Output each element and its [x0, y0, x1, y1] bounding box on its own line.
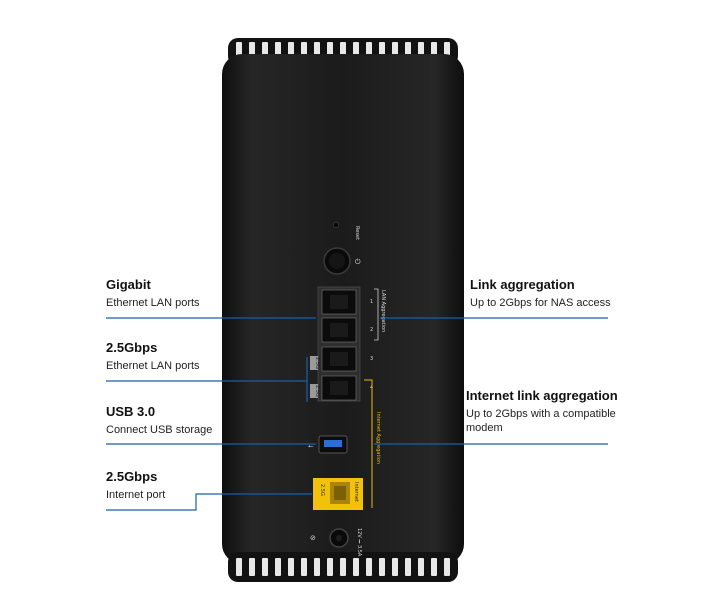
svg-text:2.5G: 2.5G [314, 385, 320, 397]
callout-subtitle: Up to 2Gbps with a compatible modem [466, 408, 616, 434]
vent-slot [262, 558, 268, 576]
vent-slot [327, 558, 333, 576]
bottom-vent [228, 552, 458, 582]
callout-title: Internet link aggregation [466, 388, 618, 403]
vent-slot [236, 558, 242, 576]
vent-slot [366, 558, 372, 576]
callout-link-aggregation: Link aggregation Up to 2Gbps for NAS acc… [470, 277, 640, 310]
vent-slot [379, 558, 385, 576]
lan-aggregation-label: LAN Aggregation [380, 290, 386, 332]
speed-badge-port-3 [310, 356, 318, 370]
svg-text:2.5G: 2.5G [314, 357, 320, 369]
vent-slot [340, 558, 346, 576]
internet-port-speed-badge: 2.5G [319, 484, 325, 496]
callout-subtitle: Connect USB storage [106, 424, 213, 436]
port-number-2: 2 [370, 327, 373, 333]
callout-usb-3: USB 3.0 Connect USB storage [106, 404, 212, 437]
vent-slot [288, 558, 294, 576]
vent-slot [405, 558, 411, 576]
vent-slot [314, 558, 320, 576]
internet-aggregation-label: Internet Aggregation [375, 412, 381, 464]
callout-line-internet [106, 493, 312, 511]
vent-slot [418, 558, 424, 576]
reset-pinhole[interactable] [333, 222, 339, 228]
callout-title: 2.5Gbps [106, 469, 158, 484]
callout-title: 2.5Gbps [106, 340, 158, 355]
internet-port-label: Internet [353, 482, 359, 502]
callout-subtitle: Ethernet LAN ports [106, 297, 200, 309]
port-number-3: 3 [370, 356, 373, 362]
power-rating-label: 12V ⎓ 3.5A [356, 528, 362, 557]
callout-2-5gbps-internet: 2.5Gbps Internet port [106, 469, 165, 502]
vent-slot [275, 558, 281, 576]
callout-line-2-5gbps-lan [106, 357, 308, 402]
reset-label: Reset [354, 226, 360, 240]
callout-subtitle: Up to 2Gbps for NAS access [470, 297, 611, 309]
callout-gigabit: Gigabit Ethernet LAN ports [106, 277, 200, 310]
callout-subtitle: Ethernet LAN ports [106, 360, 200, 372]
vent-slot [431, 558, 437, 576]
power-icon: ⏻ [355, 258, 361, 266]
callout-title: Gigabit [106, 277, 151, 292]
callout-title: USB 3.0 [106, 404, 156, 419]
callout-subtitle: Internet port [106, 489, 166, 501]
speed-badge-port-4 [310, 384, 318, 398]
lan-port-socket [330, 352, 348, 366]
vent-slot [392, 558, 398, 576]
vent-slot [444, 558, 450, 576]
vent-slot [301, 558, 307, 576]
lan-port-socket [330, 381, 348, 395]
power-off-icon: ⊘ [310, 534, 316, 542]
callout-title: Link aggregation [470, 277, 575, 292]
callout-2-5gbps-lan: 2.5Gbps Ethernet LAN ports [106, 340, 200, 373]
usb-port-tongue [324, 440, 342, 447]
lan-port-socket [330, 295, 348, 309]
usb-icon: ⭠ [308, 442, 314, 450]
callout-lines [106, 317, 608, 511]
lan-port-socket [330, 323, 348, 337]
vent-slot [353, 558, 359, 576]
callout-internet-link-aggregation: Internet link aggregation Up to 2Gbps wi… [466, 388, 636, 435]
vent-slot [249, 558, 255, 576]
port-number-1: 1 [370, 299, 373, 305]
